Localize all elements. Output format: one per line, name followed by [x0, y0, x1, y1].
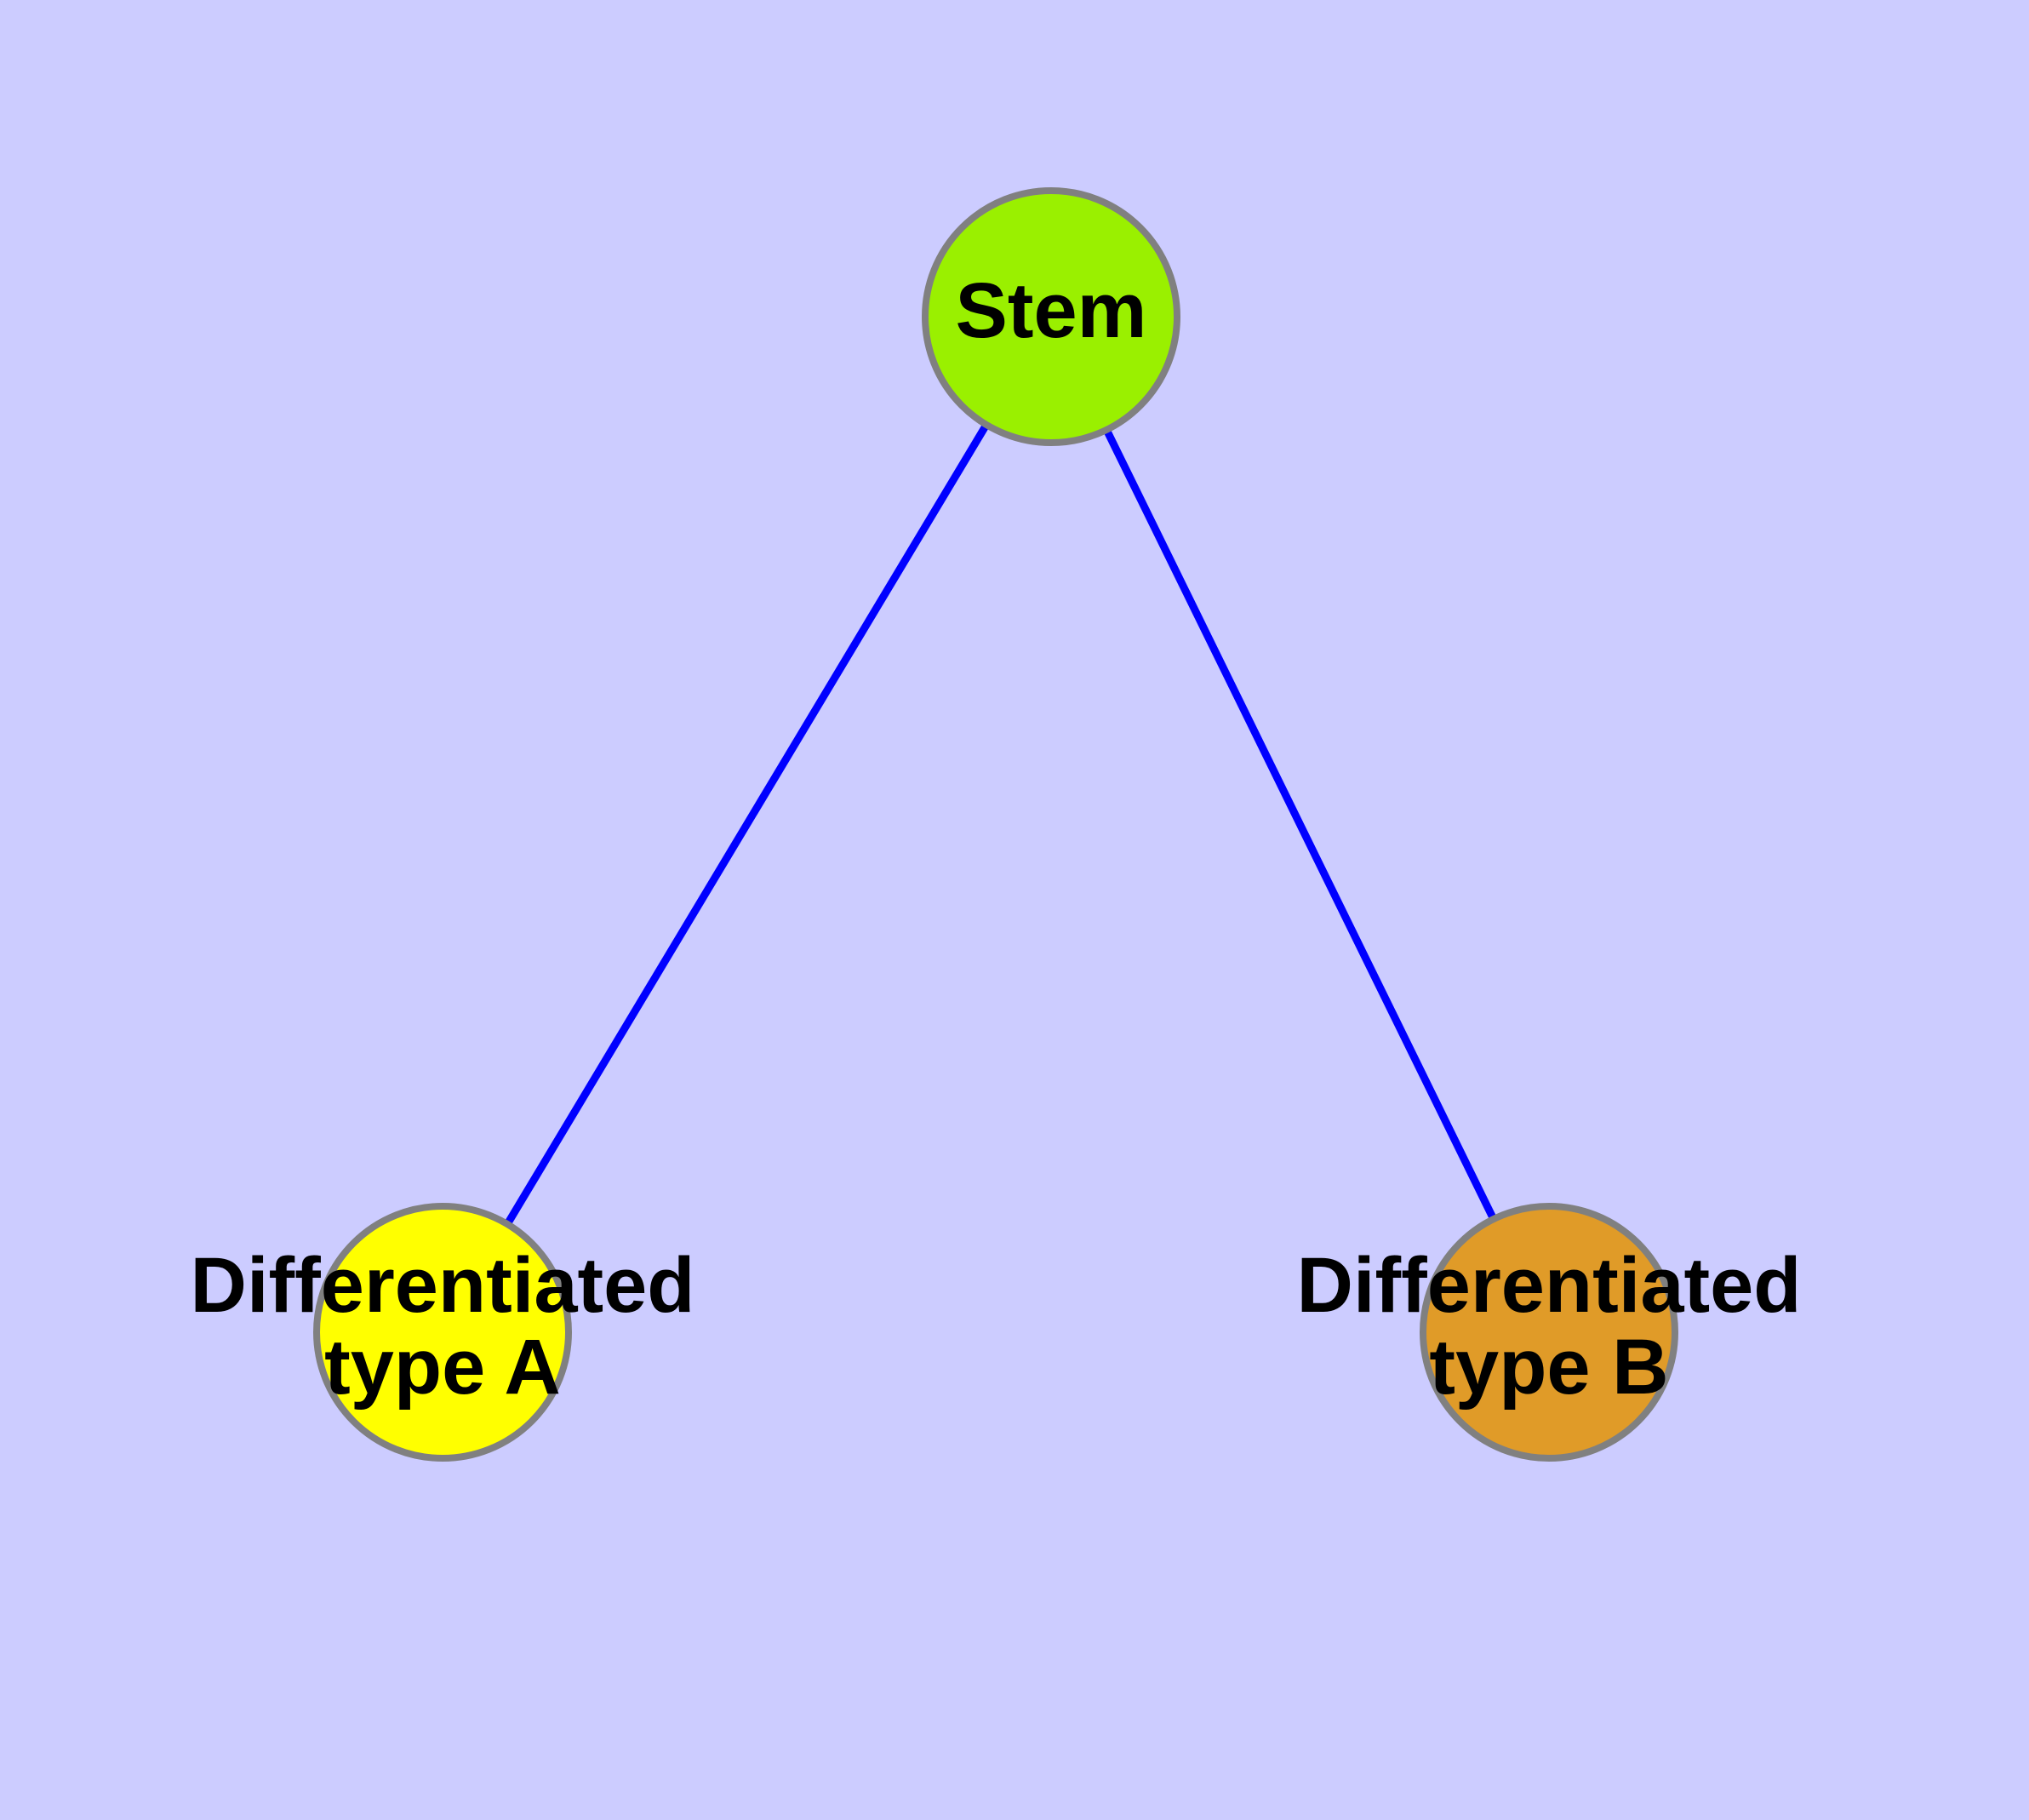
node-label-line: Differentiated — [1297, 1242, 1802, 1329]
node-label-line: Differentiated — [191, 1242, 695, 1329]
node-label-line: type B — [1429, 1324, 1668, 1411]
node-label-stem: Stem — [956, 267, 1147, 354]
node-label-line: type A — [324, 1324, 561, 1411]
node-diff_a[interactable] — [313, 1203, 572, 1462]
node-diff_b[interactable] — [1420, 1203, 1678, 1462]
node-stem[interactable] — [922, 187, 1180, 446]
node-label-line: Stem — [956, 267, 1147, 354]
edge-stem-to-diff_b[interactable] — [1103, 427, 1497, 1222]
nodes-layer — [313, 187, 1678, 1462]
edges-layer — [504, 422, 1497, 1227]
edge-stem-to-diff_a[interactable] — [504, 422, 990, 1227]
